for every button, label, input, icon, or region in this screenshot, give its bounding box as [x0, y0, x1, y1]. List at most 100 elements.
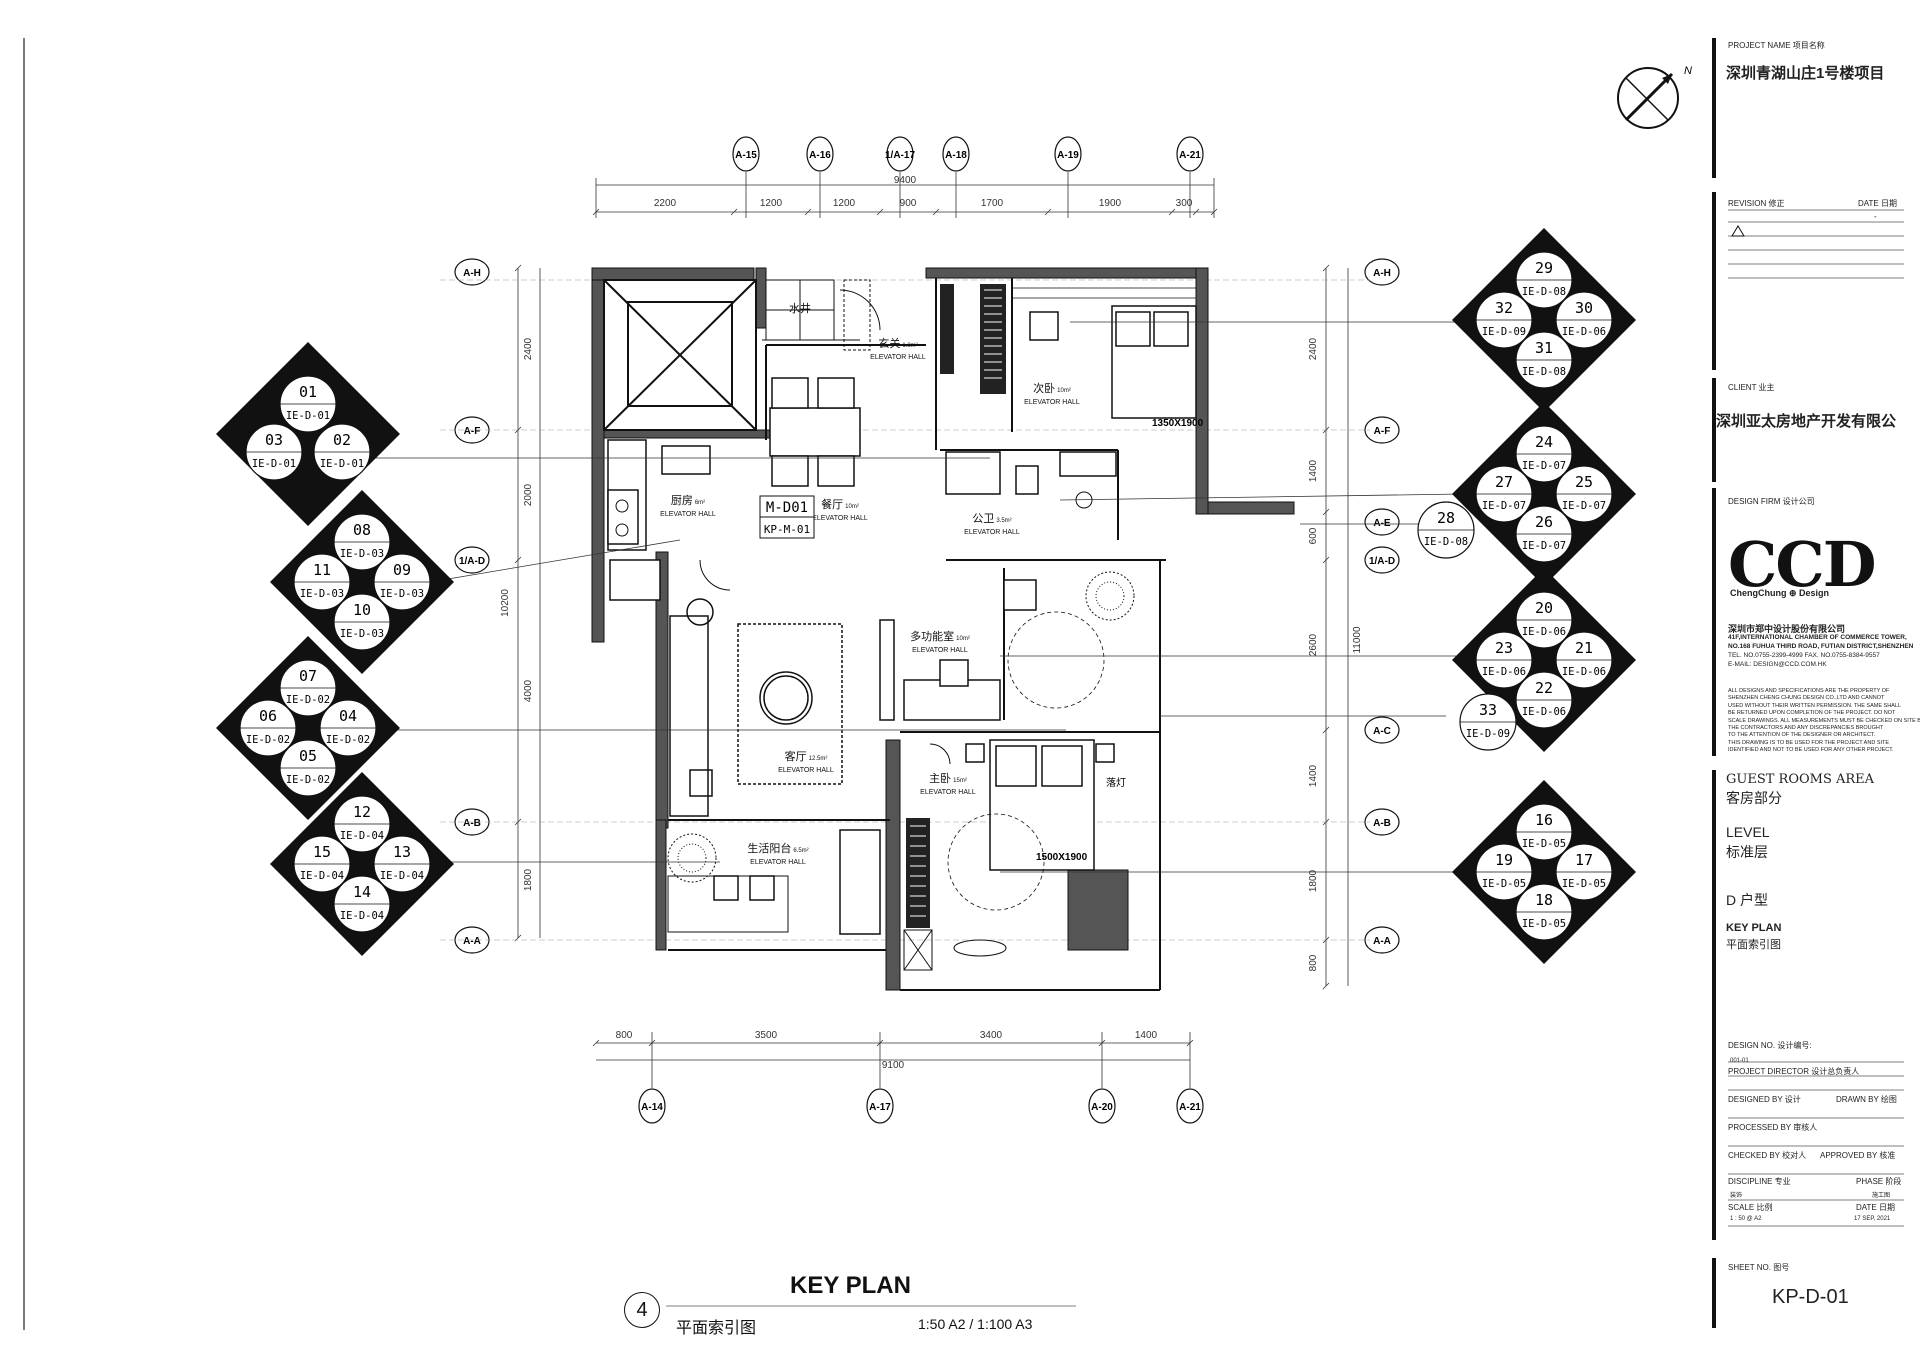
svg-text:KP-M-01: KP-M-01: [764, 523, 810, 536]
svg-text:11: 11: [313, 561, 331, 579]
drawing-number: 4: [624, 1292, 660, 1328]
room-name: 公卫: [972, 513, 994, 525]
grid-axis-label: 1/A-D: [1369, 556, 1395, 567]
svg-text:12: 12: [353, 803, 371, 821]
dimension-total: 10200: [500, 589, 511, 617]
svg-text:IE-D-06: IE-D-06: [1522, 626, 1566, 638]
svg-text:IE-D-03: IE-D-03: [340, 628, 384, 640]
grid-axis-label: A-16: [809, 150, 831, 161]
dimension-label: 1900: [1099, 198, 1122, 209]
sheet-no: KP-D-01: [1772, 1286, 1849, 1308]
project-name: 深圳青湖山庄1号楼项目: [1726, 65, 1885, 82]
svg-text:04: 04: [339, 707, 357, 725]
plant-icon: [1085, 571, 1135, 621]
svg-text:25: 25: [1575, 473, 1593, 491]
grid-axis-label: A-H: [1373, 268, 1391, 279]
bed-size-label: 1350X1900: [1152, 418, 1204, 429]
svg-text:31: 31: [1535, 339, 1553, 357]
firm-address-1: 41F,INTERNATIONAL CHAMBER OF COMMERCE TO…: [1728, 634, 1907, 641]
svg-text:IE-D-05: IE-D-05: [1522, 838, 1566, 850]
svg-text:M-D01: M-D01: [766, 500, 808, 516]
grid-axis-label: A-F: [464, 426, 481, 437]
svg-text:IE-D-02: IE-D-02: [286, 774, 330, 786]
room-sub-label: ELEVATOR HALL: [912, 647, 968, 654]
svg-text:IE-D-03: IE-D-03: [300, 588, 344, 600]
dimension-total: 9100: [882, 1060, 905, 1071]
svg-text:IE-D-06: IE-D-06: [1482, 666, 1526, 678]
svg-text:公卫3.5m²: 公卫3.5m²: [972, 513, 1011, 525]
svg-text:IE-D-08: IE-D-08: [1522, 366, 1566, 378]
dimension-label: 2400: [1308, 337, 1319, 360]
svg-text:IE-D-06: IE-D-06: [1562, 666, 1606, 678]
svg-text:IE-D-04: IE-D-04: [300, 870, 344, 882]
svg-text:26: 26: [1535, 513, 1553, 531]
svg-text:IE-D-07: IE-D-07: [1482, 500, 1526, 512]
firm-email: E-MAIL: DESIGN@CCD.COM.HK: [1728, 661, 1827, 668]
grid-axis-label: A-B: [463, 818, 481, 829]
room-name: 餐厅: [821, 497, 843, 511]
north-arrow-icon: N: [1617, 65, 1692, 129]
dimension-label: 1400: [1135, 1030, 1158, 1041]
grid-axis-label: 1/A-D: [459, 556, 485, 567]
grid-axis-bubble: A-16: [806, 136, 834, 172]
grid-axis-bubble: A-15: [732, 136, 760, 172]
drawn-by-label: DRAWN BY 绘图: [1836, 1095, 1897, 1104]
grid-axis-label: A-H: [463, 268, 481, 279]
revision-triangle-icon: [1731, 225, 1745, 237]
bed-size-label: 1500X1900: [1036, 852, 1088, 863]
ccd-logo: CCD: [1728, 528, 1876, 601]
grid-axis-bubble: 1/A-17: [885, 136, 915, 172]
svg-text:IE-D-05: IE-D-05: [1482, 878, 1526, 890]
firm-name: 深圳市郑中设计股份有限公司: [1728, 624, 1846, 634]
svg-text:03: 03: [265, 431, 283, 449]
grid-axis-bubble: A-19: [1054, 136, 1082, 172]
room-sub-label: ELEVATOR HALL: [750, 859, 806, 866]
svg-text:16: 16: [1535, 811, 1553, 829]
room-sub-label: ELEVATOR HALL: [1024, 399, 1080, 406]
grid-axis-label: A-21: [1179, 150, 1201, 161]
level-cn: 标准层: [1726, 844, 1768, 860]
grid-axis-bubble: A-E: [1364, 508, 1400, 536]
svg-text:13: 13: [393, 843, 411, 861]
room-sub-label: ELEVATOR HALL: [812, 515, 868, 522]
legal-note-line: USED WITHOUT THEIR WRITTEN PERMISSION. T…: [1728, 702, 1901, 709]
room-label: 水井: [789, 301, 811, 315]
svg-text:IE-D-08: IE-D-08: [1522, 286, 1566, 298]
dimension-label: 300: [1176, 198, 1193, 209]
grid-axis-bubble: 1/A-D: [1364, 546, 1400, 574]
legal-note-line: SHENZHEN CHENG CHUNG DESIGN CO.,LTD AND …: [1728, 695, 1885, 702]
grid-axis-bubble: A-C: [1364, 716, 1400, 744]
grid-axis-bubble: A-21: [1176, 1088, 1204, 1124]
dimension-label: 2400: [523, 337, 534, 360]
grid-axis-bubble: A-A: [1364, 926, 1400, 954]
dimension-label: 900: [900, 198, 917, 209]
legal-note-line: SCALE DRAWINGS. ALL MEASUREMENTS MUST BE…: [1728, 717, 1920, 724]
grid-axis-label: A-21: [1179, 1102, 1201, 1113]
grid-axis-bubble: A-17: [866, 1088, 894, 1124]
